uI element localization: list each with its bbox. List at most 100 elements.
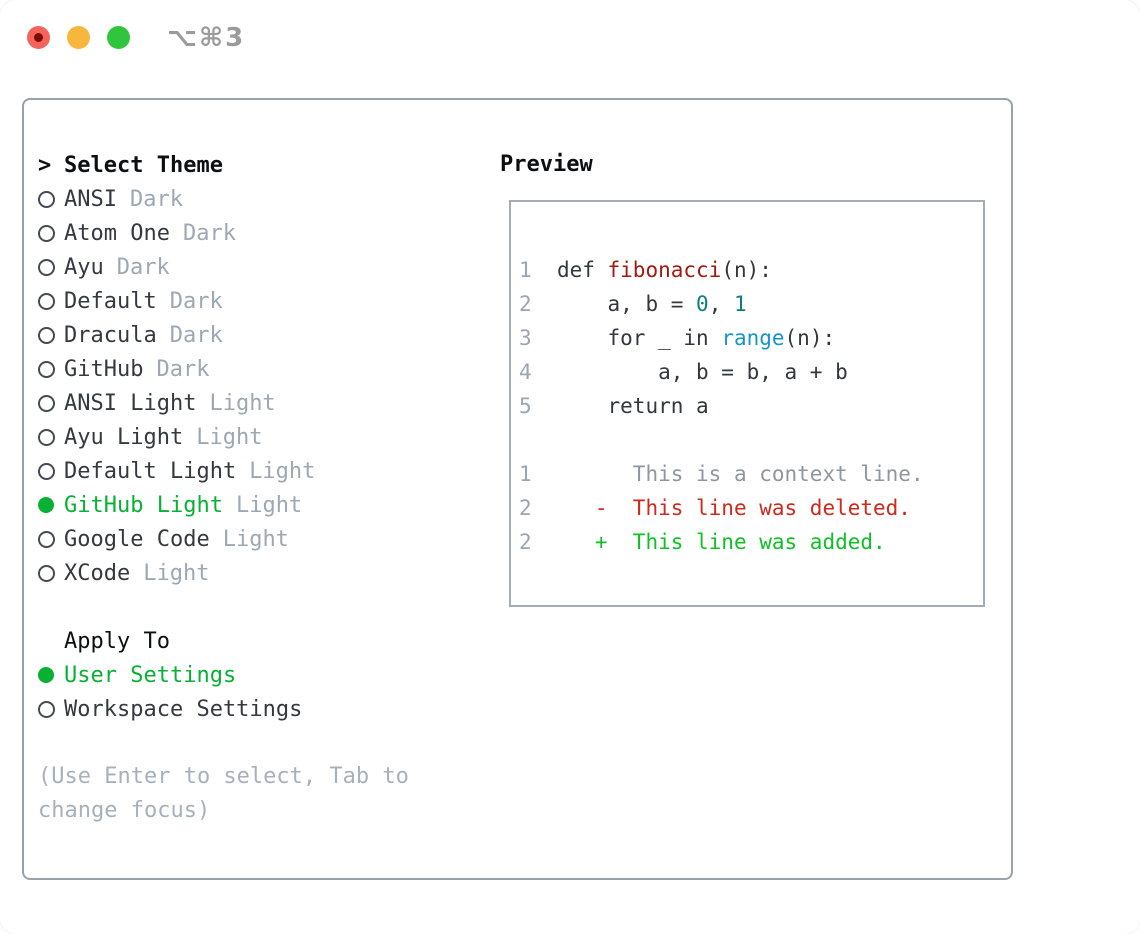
theme-name: Default Light [64, 458, 237, 484]
theme-name: Default [64, 288, 157, 314]
theme-variant-tag: Dark [116, 254, 170, 280]
close-button[interactable] [27, 26, 50, 49]
theme-variant-tag: Light [249, 458, 316, 484]
radio-gutter [38, 488, 64, 522]
radio-selected-icon [38, 497, 54, 513]
radio-unselected-icon [38, 564, 55, 582]
diff-line-deleted: 2 - This line was deleted. [519, 496, 911, 520]
line-number: 2 [519, 496, 532, 520]
diff-preview: 1 This is a context line. 2 - This line w… [519, 457, 983, 559]
radio-unselected-icon [38, 700, 55, 718]
titlebar: ⌥⌘3 [0, 0, 1140, 74]
theme-variant-tag: Light [222, 526, 289, 552]
theme-option-default[interactable]: Default Dark [38, 284, 488, 318]
code-line: 1 def fibonacci(n): [519, 258, 772, 282]
radio-gutter [38, 454, 64, 488]
theme-option-default-light[interactable]: Default Light Light [38, 454, 488, 488]
radio-gutter [38, 250, 64, 284]
apply-option-workspace-settings[interactable]: Workspace Settings [38, 692, 488, 726]
code-line: 3 for _ in range(n): [519, 326, 836, 350]
line-number: 2 [519, 292, 532, 316]
radio-unselected-icon [38, 428, 55, 446]
preview-title: Preview [500, 152, 593, 177]
radio-gutter [38, 420, 64, 454]
theme-name: GitHub [64, 356, 144, 382]
select-theme-header-row: > Select Theme [38, 148, 488, 182]
theme-option-github-light[interactable]: GitHub Light Light [38, 488, 488, 522]
radio-gutter [38, 284, 64, 318]
line-number: 5 [519, 394, 532, 418]
radio-unselected-icon [38, 224, 55, 242]
theme-variant-tag: Dark [169, 288, 223, 314]
theme-option-atom-one[interactable]: Atom One Dark [38, 216, 488, 250]
radio-gutter [38, 352, 64, 386]
radio-unselected-icon [38, 394, 55, 412]
theme-variant-tag: Light [209, 390, 276, 416]
hint-text: (Use Enter to select, Tab to change focu… [38, 764, 409, 823]
theme-option-ansi-light[interactable]: ANSI Light Light [38, 386, 488, 420]
preview-panel: 1 def fibonacci(n): 2 a, b = 0, 1 3 for _ … [509, 200, 985, 607]
theme-option-ansi[interactable]: ANSI Dark [38, 182, 488, 216]
line-number: 1 [519, 462, 532, 486]
code-preview: 1 def fibonacci(n): 2 a, b = 0, 1 3 for _ … [519, 253, 983, 423]
radio-unselected-icon [38, 360, 55, 378]
diff-line-context: 1 This is a context line. [519, 462, 924, 486]
radio-gutter [38, 318, 64, 352]
theme-variant-tag: Light [196, 424, 263, 450]
theme-name: GitHub Light [64, 492, 223, 518]
radio-unselected-icon [38, 190, 55, 208]
minimize-button[interactable] [67, 26, 90, 49]
theme-option-ayu-light[interactable]: Ayu Light Light [38, 420, 488, 454]
diff-line-added: 2 + This line was added. [519, 530, 886, 554]
radio-gutter [38, 182, 64, 216]
prompt-icon: > [38, 152, 52, 178]
radio-unselected-icon [38, 530, 55, 548]
line-number: 3 [519, 326, 532, 350]
apply-to-title: Apply To [64, 628, 170, 654]
theme-option-github[interactable]: GitHub Dark [38, 352, 488, 386]
apply-option-label: Workspace Settings [64, 696, 303, 722]
theme-variant-tag: Dark [156, 356, 210, 382]
theme-name: Dracula [64, 322, 157, 348]
radio-gutter [38, 556, 64, 590]
radio-unselected-icon [38, 258, 55, 276]
apply-option-user-settings[interactable]: User Settings [38, 658, 488, 692]
code-line: 2 a, b = 0, 1 [519, 292, 747, 316]
radio-gutter [38, 386, 64, 420]
theme-name: Atom One [64, 220, 170, 246]
radio-unselected-icon [38, 326, 55, 344]
radio-gutter [38, 692, 64, 726]
prompt-gutter: > [38, 148, 64, 182]
zoom-button[interactable] [107, 26, 130, 49]
line-number: 4 [519, 360, 532, 384]
window-title: ⌥⌘3 [167, 23, 246, 53]
theme-name: XCode [64, 560, 131, 586]
select-theme-title: Select Theme [64, 152, 223, 178]
line-number: 1 [519, 258, 532, 282]
theme-variant-tag: Dark [129, 186, 183, 212]
theme-name: ANSI [64, 186, 117, 212]
code-line: 4 a, b = b, a + b [519, 360, 848, 384]
theme-name: ANSI Light [64, 390, 197, 416]
theme-variant-tag: Dark [182, 220, 236, 246]
radio-gutter [38, 522, 64, 556]
radio-unselected-icon [38, 462, 55, 480]
apply-to-gutter [38, 624, 64, 658]
theme-name: Ayu Light [64, 424, 184, 450]
code-line: 5 return a [519, 394, 709, 418]
radio-selected-icon [38, 667, 54, 683]
radio-unselected-icon [38, 292, 55, 310]
theme-variant-tag: Light [235, 492, 303, 518]
radio-gutter [38, 658, 64, 692]
traffic-lights [27, 26, 130, 49]
